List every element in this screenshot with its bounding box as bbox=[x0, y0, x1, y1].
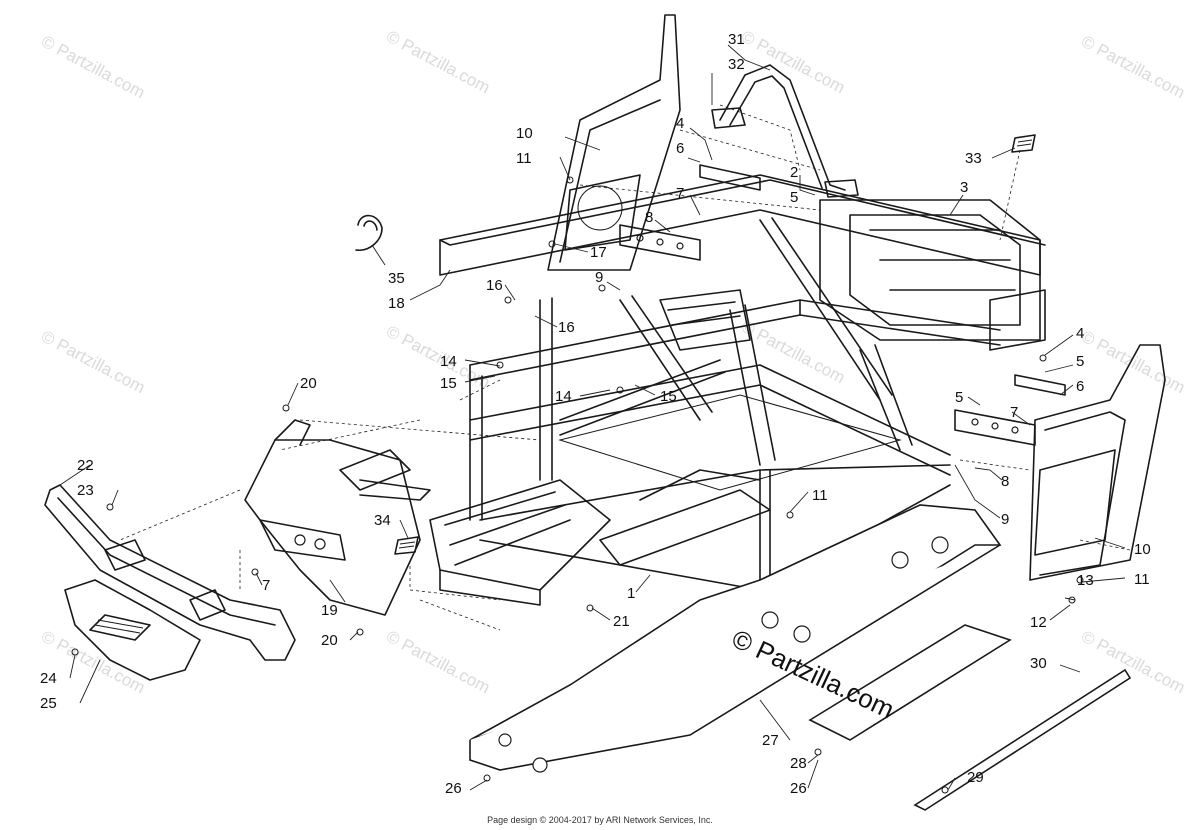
callout-19[interactable]: 19 bbox=[321, 602, 338, 619]
left-upright-bar[interactable] bbox=[547, 14, 681, 271]
callout-16[interactable]: 16 bbox=[558, 319, 575, 336]
callout-23[interactable]: 23 bbox=[77, 482, 94, 499]
front-bumper[interactable] bbox=[44, 484, 296, 661]
callout-15[interactable]: 15 bbox=[660, 388, 677, 405]
callout-5[interactable]: 5 bbox=[790, 189, 798, 206]
front-skid-plate[interactable] bbox=[64, 579, 201, 681]
callout-29[interactable]: 29 bbox=[967, 769, 984, 786]
watermark: © Partzilla.com bbox=[1078, 627, 1188, 698]
watermark-layer: © Partzilla.com © Partzilla.com © Partzi… bbox=[38, 27, 1188, 698]
assembly-lines bbox=[119, 104, 1131, 631]
callout-9[interactable]: 9 bbox=[1001, 511, 1009, 528]
clamp-35[interactable] bbox=[355, 214, 383, 251]
watermark: © Partzilla.com bbox=[38, 32, 148, 103]
belly-skid-plate[interactable] bbox=[469, 504, 1002, 773]
right-upright-bar[interactable] bbox=[1029, 344, 1166, 581]
watermark: © Partzilla.com bbox=[383, 27, 493, 98]
callout-1[interactable]: 1 bbox=[627, 585, 635, 602]
callout-11[interactable]: 11 bbox=[812, 487, 828, 504]
callout-11[interactable]: 11 bbox=[1134, 571, 1150, 588]
callout-4[interactable]: 4 bbox=[1076, 325, 1084, 342]
callout-5[interactable]: 5 bbox=[1076, 353, 1084, 370]
callout-26[interactable]: 26 bbox=[790, 780, 807, 797]
callout-15[interactable]: 15 bbox=[440, 375, 457, 392]
callout-10[interactable]: 10 bbox=[516, 125, 533, 142]
rear-skid-plate[interactable] bbox=[808, 624, 1012, 741]
watermark: © Partzilla.com bbox=[38, 327, 148, 398]
callout-labels: 1 2 3 4 4 5 5 5 6 6 7 7 7 8 8 9 9 10 10 … bbox=[40, 31, 1151, 797]
callout-31[interactable]: 31 bbox=[728, 31, 745, 48]
callout-14[interactable]: 14 bbox=[555, 388, 572, 405]
main-frame[interactable] bbox=[429, 174, 1046, 606]
callout-22[interactable]: 22 bbox=[77, 457, 94, 474]
callout-16[interactable]: 16 bbox=[486, 277, 503, 294]
callout-20[interactable]: 20 bbox=[300, 375, 317, 392]
callout-24[interactable]: 24 bbox=[40, 670, 57, 687]
side-trim-strip[interactable] bbox=[913, 668, 1132, 811]
callout-3[interactable]: 3 bbox=[960, 179, 968, 196]
callout-32[interactable]: 32 bbox=[728, 56, 745, 73]
callout-6[interactable]: 6 bbox=[1076, 378, 1084, 395]
front-bumper-mount[interactable] bbox=[244, 419, 431, 616]
callout-8[interactable]: 8 bbox=[1001, 473, 1009, 490]
watermark: © Partzilla.com bbox=[1078, 32, 1188, 103]
callout-7[interactable]: 7 bbox=[1010, 404, 1018, 421]
callout-12[interactable]: 12 bbox=[1030, 614, 1047, 631]
callout-30[interactable]: 30 bbox=[1030, 655, 1047, 672]
callout-33[interactable]: 33 bbox=[965, 150, 982, 167]
rear-cargo-mounts[interactable] bbox=[619, 164, 1066, 446]
watermark: © Partzilla.com bbox=[383, 627, 493, 698]
callout-25[interactable]: 25 bbox=[40, 695, 57, 712]
callout-26[interactable]: 26 bbox=[445, 780, 462, 797]
callout-27[interactable]: 27 bbox=[762, 732, 779, 749]
callout-34[interactable]: 34 bbox=[374, 512, 391, 529]
leader-lines bbox=[59, 44, 1126, 791]
callout-13[interactable]: 13 bbox=[1077, 572, 1094, 589]
callout-21[interactable]: 21 bbox=[613, 613, 630, 630]
watermark: © Partzilla.com bbox=[1078, 327, 1188, 398]
callout-18[interactable]: 18 bbox=[388, 295, 405, 312]
callout-20[interactable]: 20 bbox=[321, 632, 338, 649]
callout-7[interactable]: 7 bbox=[676, 185, 684, 202]
watermark: © Partzilla.com bbox=[383, 322, 493, 393]
callout-8[interactable]: 8 bbox=[645, 209, 653, 226]
callout-4[interactable]: 4 bbox=[676, 115, 684, 132]
callout-11[interactable]: 11 bbox=[516, 150, 532, 167]
callout-10[interactable]: 10 bbox=[1134, 541, 1151, 558]
grille-badge-34[interactable] bbox=[394, 536, 419, 555]
callout-17[interactable]: 17 bbox=[590, 244, 607, 261]
callout-6[interactable]: 6 bbox=[676, 140, 684, 157]
grille-badge-33[interactable] bbox=[1011, 134, 1036, 153]
callout-7[interactable]: 7 bbox=[262, 577, 270, 594]
callout-35[interactable]: 35 bbox=[388, 270, 405, 287]
callout-9[interactable]: 9 bbox=[595, 269, 603, 286]
callout-2[interactable]: 2 bbox=[790, 164, 798, 181]
rear-roll-bar[interactable] bbox=[711, 64, 859, 198]
callout-5[interactable]: 5 bbox=[955, 389, 963, 406]
callout-14[interactable]: 14 bbox=[440, 353, 457, 370]
page-footer: Page design © 2004-2017 by ARI Network S… bbox=[487, 815, 713, 825]
callout-28[interactable]: 28 bbox=[790, 755, 807, 772]
